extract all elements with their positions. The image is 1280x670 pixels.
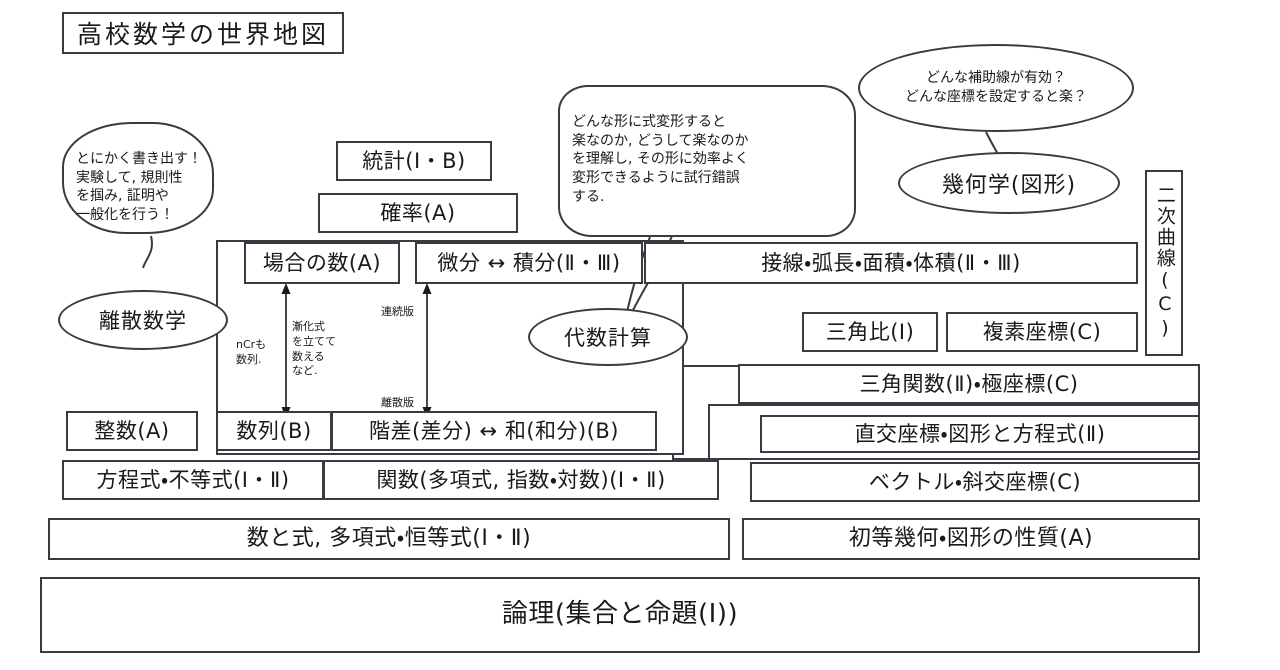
box-quadratic-curve-label: 二次曲線(C) xyxy=(1153,185,1176,341)
annotation-continuous: 連続版 xyxy=(381,290,429,320)
annotation-discrete-text: 離散版 xyxy=(381,395,414,409)
box-trig-function-polar[interactable]: 三角関数(Ⅱ)・極座標(C) xyxy=(738,364,1200,404)
annotation-discrete: 離散版 xyxy=(381,381,429,411)
box-integers[interactable]: 整数(A) xyxy=(66,411,198,451)
box-elementary-geometry[interactable]: 初等幾何・図形の性質(A) xyxy=(742,518,1200,560)
box-functions-label: 関数(多項式, 指数・対数)(Ⅰ・Ⅱ) xyxy=(376,467,666,492)
box-counting[interactable]: 場合の数(A) xyxy=(244,242,400,284)
box-logic[interactable]: 論理(集合と命題(Ⅰ)) xyxy=(40,577,1200,653)
annotation-ncr: nCrも 数列. xyxy=(236,323,282,368)
page-title-label: 高校数学の世界地図 xyxy=(76,20,329,49)
box-orthogonal-coordinate-label: 直交座標・図形と方程式(Ⅱ) xyxy=(854,421,1106,446)
page-title: 高校数学の世界地図 xyxy=(62,12,344,54)
annotation-recurrence: 漸化式 を立てて 数える など. xyxy=(292,305,348,379)
box-elementary-geometry-label: 初等幾何・図形の性質(A) xyxy=(848,526,1094,552)
box-differential-integral-label: 微分 ↔ 積分(Ⅱ・Ⅲ) xyxy=(437,250,621,275)
box-differential-integral[interactable]: 微分 ↔ 積分(Ⅱ・Ⅲ) xyxy=(415,242,643,284)
annotation-recurrence-text: 漸化式 を立てて 数える など. xyxy=(292,319,336,378)
box-tangent-arc-area-volume-label: 接線・弧長・面積・体積(Ⅱ・Ⅲ) xyxy=(761,250,1021,275)
annotation-continuous-text: 連続版 xyxy=(381,304,414,318)
algebraic-calculation-label: 代数計算 xyxy=(564,326,652,350)
geometry-node[interactable]: 幾何学(図形) xyxy=(898,152,1120,214)
box-logic-label: 論理(集合と命題(Ⅰ)) xyxy=(501,599,739,630)
geometry-bubble-text: どんな補助線が有効？ どんな座標を設定すると楽？ xyxy=(905,70,1087,105)
box-statistics[interactable]: 統計(Ⅰ・B) xyxy=(336,141,492,181)
box-probability[interactable]: 確率(A) xyxy=(318,193,518,233)
box-sequences[interactable]: 数列(B) xyxy=(216,411,332,451)
box-integers-label: 整数(A) xyxy=(94,418,170,443)
box-complex-coordinate[interactable]: 複素座標(C) xyxy=(946,312,1138,352)
box-functions[interactable]: 関数(多項式, 指数・対数)(Ⅰ・Ⅱ) xyxy=(323,460,719,500)
algebraic-calculation-node[interactable]: 代数計算 xyxy=(528,308,688,366)
box-orthogonal-coordinate[interactable]: 直交座標・図形と方程式(Ⅱ) xyxy=(760,415,1200,453)
discrete-math-node[interactable]: 離散数学 xyxy=(58,290,228,350)
discrete-math-label: 離散数学 xyxy=(99,309,187,333)
box-numbers-expressions-label: 数と式, 多項式・恒等式(Ⅰ・Ⅱ) xyxy=(246,526,532,552)
algebra-bubble: どんな形に式変形すると 楽なのか, どうして楽なのか を理解し, その形に効率よ… xyxy=(558,85,856,237)
annotation-ncr-text: nCrも 数列. xyxy=(236,337,267,366)
box-vector-oblique-label: ベクトル・斜交座標(C) xyxy=(868,469,1082,494)
box-numbers-expressions[interactable]: 数と式, 多項式・恒等式(Ⅰ・Ⅱ) xyxy=(48,518,730,560)
box-difference-sum[interactable]: 階差(差分) ↔ 和(和分)(B) xyxy=(331,411,657,451)
box-sequences-label: 数列(B) xyxy=(236,418,312,443)
algebra-bubble-text: どんな形に式変形すると 楽なのか, どうして楽なのか を理解し, その形に効率よ… xyxy=(572,113,749,205)
box-trig-ratio-label: 三角比(Ⅰ) xyxy=(825,319,915,344)
box-equations-inequalities-label: 方程式・不等式(Ⅰ・Ⅱ) xyxy=(96,467,290,492)
box-statistics-label: 統計(Ⅰ・B) xyxy=(362,148,466,173)
box-probability-label: 確率(A) xyxy=(380,200,456,225)
box-counting-label: 場合の数(A) xyxy=(262,250,382,275)
box-equations-inequalities[interactable]: 方程式・不等式(Ⅰ・Ⅱ) xyxy=(62,460,324,500)
discrete-bubble: とにかく書き出す！ 実験して, 規則性 を掴み, 証明や 一般化を行う！ xyxy=(62,122,214,234)
box-trig-function-polar-label: 三角関数(Ⅱ)・極座標(C) xyxy=(859,371,1079,396)
geometry-bubble: どんな補助線が有効？ どんな座標を設定すると楽？ xyxy=(858,44,1134,132)
box-trig-ratio[interactable]: 三角比(Ⅰ) xyxy=(802,312,938,352)
box-difference-sum-label: 階差(差分) ↔ 和(和分)(B) xyxy=(368,418,619,443)
box-quadratic-curve[interactable]: 二次曲線(C) xyxy=(1145,170,1183,356)
geometry-label: 幾何学(図形) xyxy=(941,173,1077,198)
box-tangent-arc-area-volume[interactable]: 接線・弧長・面積・体積(Ⅱ・Ⅲ) xyxy=(644,242,1138,284)
box-complex-coordinate-label: 複素座標(C) xyxy=(982,319,1102,344)
discrete-bubble-text: とにかく書き出す！ 実験して, 規則性 を掴み, 証明や 一般化を行う！ xyxy=(76,150,202,223)
box-vector-oblique[interactable]: ベクトル・斜交座標(C) xyxy=(750,462,1200,502)
